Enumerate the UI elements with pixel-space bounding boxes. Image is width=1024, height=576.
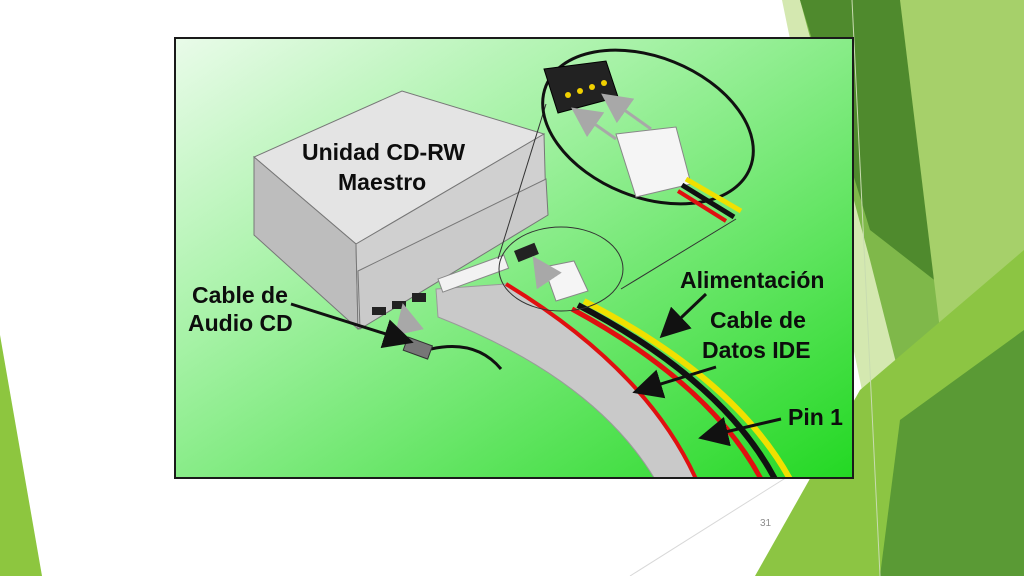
- zoom-line-left: [497, 103, 547, 260]
- audio-cable-wire: [430, 345, 503, 370]
- detail-ring-small: [498, 226, 624, 312]
- detail-wire-black: [680, 182, 736, 220]
- audio-label-arrow: [290, 302, 414, 349]
- ide-header: [437, 254, 510, 293]
- detail-wire-yellow: [684, 176, 743, 214]
- zoom-line-right: [620, 218, 737, 290]
- power-wire-yellow: [582, 298, 793, 477]
- power-wire-black: [576, 302, 778, 477]
- socket-pin: [589, 84, 595, 90]
- power-wire-red: [570, 306, 763, 477]
- thin-deco-line-2: [851, 0, 881, 576]
- pin-label-arrow: [698, 416, 782, 447]
- audio-label-line1: Cable de: [192, 282, 288, 308]
- figure-background: [176, 39, 852, 477]
- socket-pin: [577, 88, 583, 94]
- detail-arrow-2: [601, 93, 652, 131]
- audio-label-line2: Audio CD: [188, 310, 293, 336]
- cd-drive-connection-diagram: Unidad CD-RW Maestro Cable de Audio CD A…: [174, 37, 854, 479]
- diagram-graphic: [176, 39, 852, 477]
- power-socket: [514, 242, 539, 263]
- detail-arrow-1: [571, 107, 617, 141]
- audio-connector-slot: [372, 307, 386, 315]
- ribbon-red-stripe: [504, 282, 698, 477]
- audio-connector-slot-2: [392, 301, 406, 309]
- socket-pin: [601, 80, 607, 86]
- power-label-arrow: [659, 292, 708, 339]
- data-label-arrow: [632, 365, 717, 399]
- drive-label-line1: Unidad CD-RW: [302, 139, 466, 165]
- data-label-line1: Cable de: [710, 307, 806, 333]
- drive-rear-panel: [357, 178, 549, 330]
- slide-number: 31: [760, 518, 772, 529]
- jumper-block: [412, 293, 426, 302]
- plug-arrow: [532, 256, 562, 290]
- pin-label: Pin 1: [788, 404, 843, 430]
- left-accent-triangle: [0, 335, 42, 576]
- power-label: Alimentación: [680, 267, 825, 293]
- data-label-line2: Datos IDE: [702, 337, 811, 363]
- detail-wire-red: [676, 189, 728, 223]
- drive-label-line2: Maestro: [338, 169, 427, 195]
- socket-pin: [565, 92, 571, 98]
- right-accent-bottom-dark: [880, 330, 1024, 576]
- detail-ring-large: [541, 48, 755, 206]
